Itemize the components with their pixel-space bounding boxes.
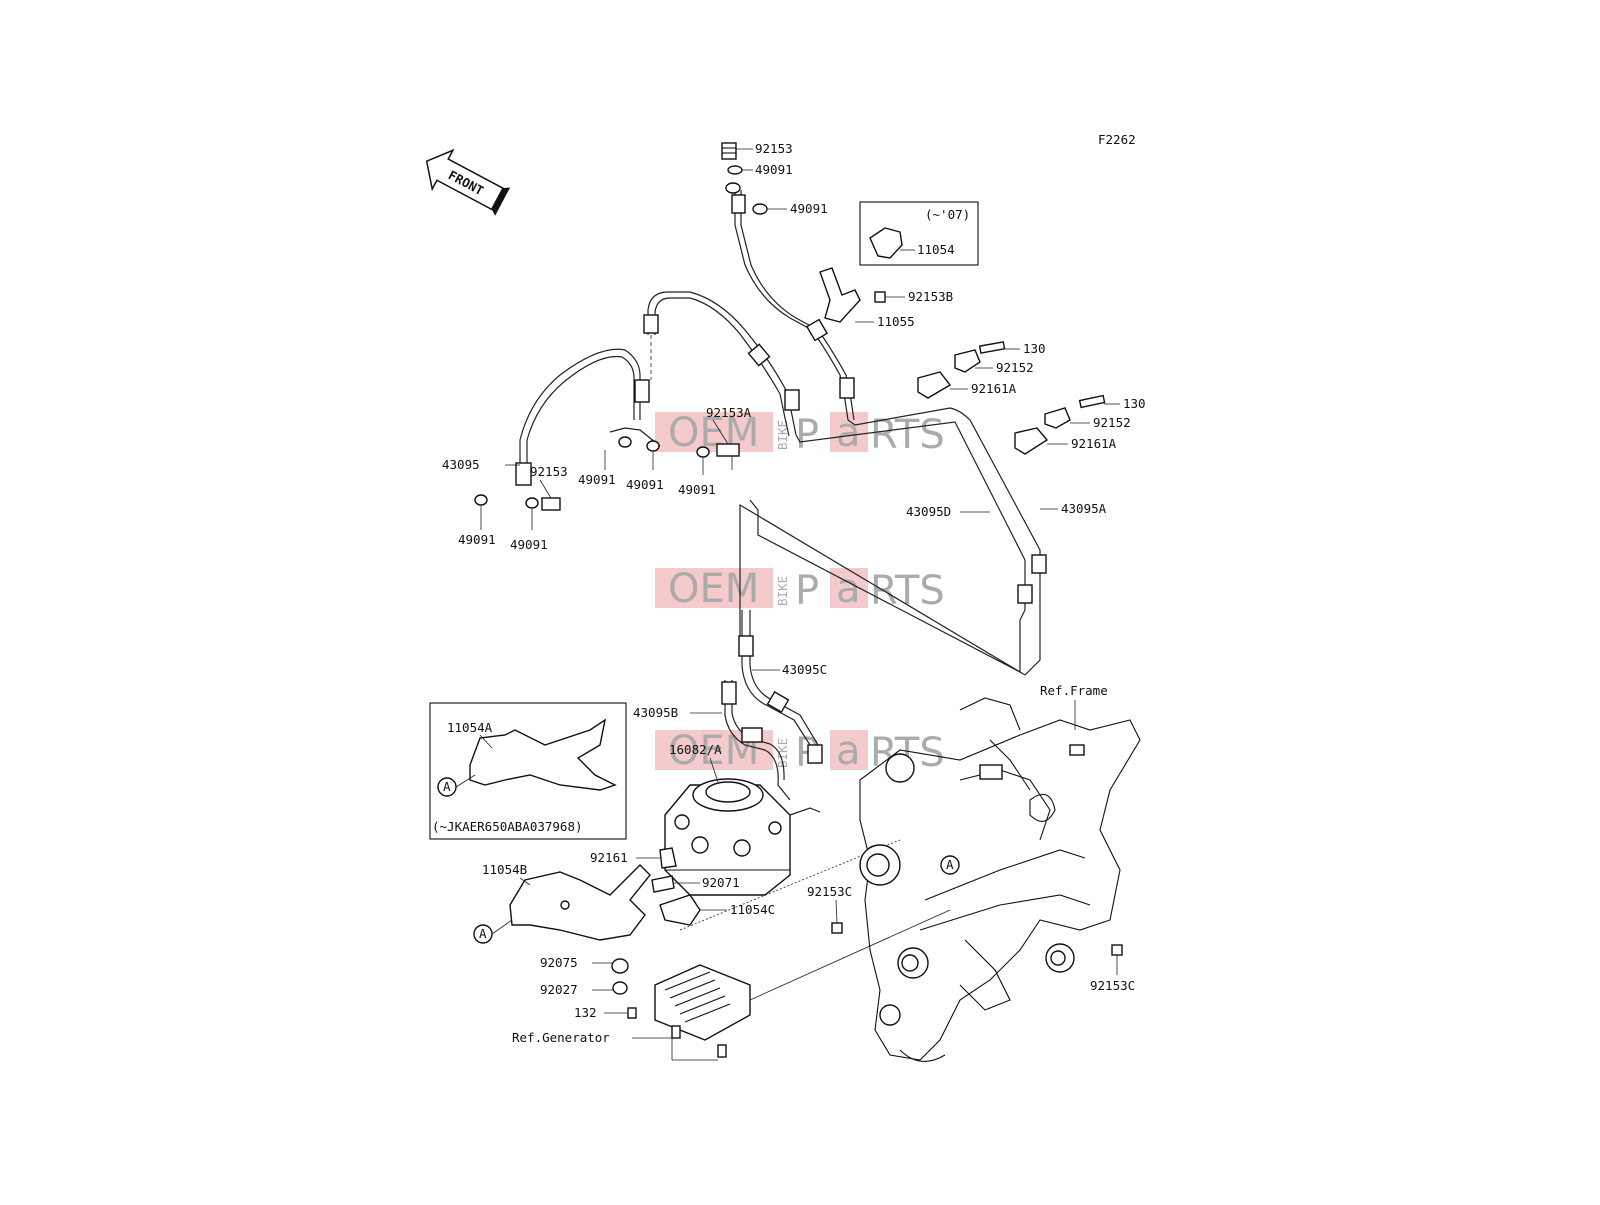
label-11054: 11054 — [917, 242, 955, 257]
front-arrow-icon: FRONT — [425, 148, 511, 216]
bolt-icon — [671, 1025, 681, 1039]
clamp-set-upper-icon — [917, 341, 1006, 399]
bracket-11054B-icon — [509, 864, 651, 941]
label-92153: 92153 — [530, 464, 568, 479]
hose-43095C-43095B — [721, 610, 823, 801]
label-49091: 49091 — [578, 472, 616, 487]
label-49091: 49091 — [458, 532, 496, 547]
watermark-oem: OEM — [668, 566, 759, 612]
label-92153B: 92153B — [908, 289, 953, 304]
marker-a-label: A — [946, 857, 954, 872]
washer-icon — [727, 165, 743, 175]
label-43095D: 43095D — [906, 504, 951, 519]
variant-label: (~'07) — [925, 207, 970, 222]
washer-icon — [646, 440, 660, 452]
watermark-bike: BIKE — [775, 420, 790, 450]
watermark-rts: RTS — [870, 412, 945, 458]
inset-bracket-11054A: 11054A A (~JKAER650ABA037968) — [429, 702, 627, 840]
label-92153C: 92153C — [1090, 978, 1135, 993]
label-92027: 92027 — [540, 982, 578, 997]
bolt-92153C-icon — [831, 922, 843, 934]
pipe-43095A-43095D — [739, 407, 1047, 676]
label-92075: 92075 — [540, 955, 578, 970]
label-ref-generator: Ref.Generator — [512, 1030, 610, 1045]
label-92153: 92153 — [755, 141, 793, 156]
label-11054B: 11054B — [482, 862, 527, 877]
watermark-bike: BIKE — [775, 576, 790, 606]
grommet-92075-icon — [611, 958, 629, 974]
bolt-92153-top-icon — [721, 142, 737, 160]
label-11055: 11055 — [877, 314, 915, 329]
hose-43095 — [515, 348, 661, 486]
label-92161A: 92161A — [971, 381, 1017, 396]
label-130: 130 — [1023, 341, 1046, 356]
bracket-11054A-icon — [469, 718, 617, 791]
bolt-92153A-icon — [716, 443, 740, 457]
label-92152: 92152 — [1093, 415, 1131, 430]
watermark-rts: RTS — [870, 568, 945, 614]
hose-upper-left — [643, 291, 800, 437]
bolt-icon — [717, 1044, 727, 1058]
bolt-92153C-icon — [1111, 944, 1123, 956]
washer-icon — [474, 494, 488, 506]
watermark-middle: OEM BIKE P a RTS — [655, 566, 945, 614]
label-49091: 49091 — [755, 162, 793, 177]
watermark-a: a — [836, 566, 861, 612]
inset-variant-07: (~'07) 11054 — [859, 201, 979, 266]
frame-icon — [859, 697, 1141, 1062]
watermark-top: OEM BIKE P a RTS — [655, 410, 945, 458]
watermark-oem: OEM — [668, 410, 759, 456]
label-49091: 49091 — [510, 537, 548, 552]
washer-icon — [525, 497, 539, 509]
label-ref-frame: Ref.Frame — [1040, 683, 1108, 698]
watermark-bottom: OEM BIKE P a RTS — [655, 728, 945, 776]
label-49091: 49091 — [678, 482, 716, 497]
bolt-92071-icon — [651, 875, 675, 893]
reference-marker-a — [940, 855, 960, 875]
label-92161: 92161 — [590, 850, 628, 865]
marker-a-label: A — [443, 779, 451, 794]
label-11054C: 11054C — [730, 902, 775, 917]
watermark-p: P — [795, 568, 819, 614]
label-43095: 43095 — [442, 457, 480, 472]
watermark-p: P — [795, 412, 819, 458]
bolt-132-icon — [627, 1007, 637, 1019]
clamp-11054-icon — [869, 227, 903, 259]
bracket-11054C-icon — [659, 894, 701, 926]
figure-code: F2262 — [1098, 132, 1136, 147]
label-92153C: 92153C — [807, 884, 852, 899]
label-49091: 49091 — [790, 201, 828, 216]
washer-icon — [618, 436, 632, 448]
washer-icon — [752, 203, 768, 215]
abs-unit-16082A-icon — [664, 778, 821, 896]
label-43095C: 43095C — [782, 662, 827, 677]
label-11054A: 11054A — [447, 720, 493, 735]
variant-label: (~JKAER650ABA037968) — [432, 819, 583, 834]
watermark-bike: BIKE — [775, 738, 790, 768]
collar-92027-icon — [612, 981, 628, 995]
bracket-11055-icon — [819, 267, 886, 323]
label-16082A: 16082/A — [669, 742, 722, 757]
hose-upper-main — [731, 190, 855, 421]
label-92071: 92071 — [702, 875, 740, 890]
regulator-icon — [654, 964, 751, 1041]
label-43095A: 43095A — [1061, 501, 1107, 516]
clamp-set-lower-icon — [1014, 394, 1106, 455]
watermark-a: a — [836, 410, 861, 456]
label-43095B: 43095B — [633, 705, 678, 720]
label-130: 130 — [1123, 396, 1146, 411]
bolt-92153-icon — [541, 497, 561, 511]
marker-a-label: A — [479, 926, 487, 941]
label-132: 132 — [574, 1005, 597, 1020]
label-92153A: 92153A — [706, 405, 752, 420]
label-49091: 49091 — [626, 477, 664, 492]
label-92161A: 92161A — [1071, 436, 1117, 451]
washer-icon — [725, 182, 741, 194]
washer-icon — [696, 446, 710, 458]
label-92152: 92152 — [996, 360, 1034, 375]
grommet-92161-icon — [659, 847, 677, 869]
watermark-a: a — [836, 728, 861, 774]
